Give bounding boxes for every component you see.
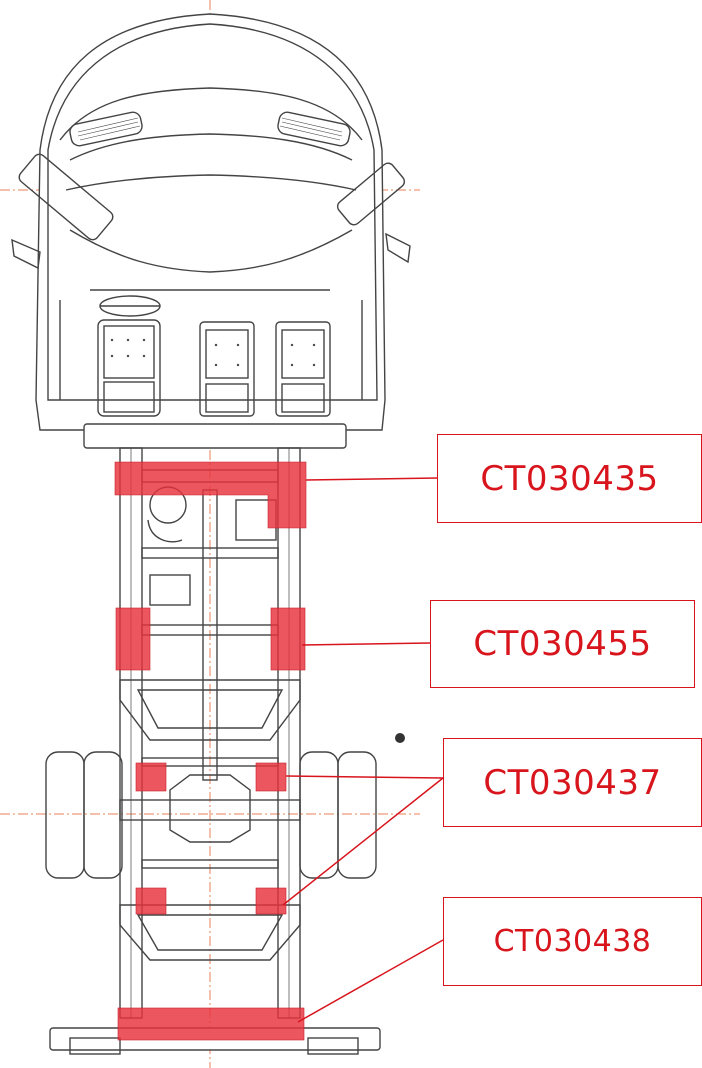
- highlight-ct030435: [114, 461, 307, 529]
- small-round-mark: [395, 733, 405, 743]
- leader-ct030435: [305, 477, 438, 481]
- callout-ct030435: CT030435: [437, 434, 702, 523]
- leader-ct030437-b: [282, 777, 444, 906]
- left-inner-wheel: [83, 751, 123, 879]
- right-mirror: [336, 162, 406, 226]
- differential: [169, 774, 251, 843]
- left-mirror: [18, 153, 114, 241]
- right-outer-wheel: [337, 751, 377, 879]
- callout-ct030438: CT030438: [443, 897, 702, 986]
- cab-floor-bar: [83, 423, 347, 449]
- highlight-ct030437-top-left: [135, 762, 167, 792]
- highlight-ct030438: [117, 1007, 305, 1041]
- left-outer-wheel: [45, 751, 85, 879]
- leader-lines: [282, 477, 444, 1023]
- callout-label: CT030435: [480, 458, 659, 499]
- callout-label: CT030437: [483, 762, 662, 803]
- callout-label: CT030455: [473, 624, 652, 664]
- chassis-frame: [45, 447, 381, 1055]
- highlight-ct030437-top-right: [255, 762, 287, 792]
- cab: [11, 13, 411, 449]
- left-grille: [69, 111, 143, 147]
- highlighted-parts: [114, 461, 307, 1041]
- highlight-ct030455-right: [270, 607, 306, 671]
- right-grille: [277, 111, 351, 147]
- leader-ct030438: [297, 939, 444, 1023]
- leader-ct030455: [301, 642, 431, 646]
- right-inner-wheel: [299, 751, 339, 879]
- callout-ct030437: CT030437: [443, 738, 702, 827]
- callout-label: CT030438: [493, 924, 652, 959]
- highlight-ct030455-left: [115, 607, 151, 671]
- leader-ct030437-a: [285, 775, 444, 779]
- highlight-ct030437-bottom-right: [255, 887, 287, 915]
- callout-ct030455: CT030455: [430, 600, 695, 688]
- seats: [97, 319, 331, 417]
- highlight-ct030437-bottom-left: [135, 887, 167, 915]
